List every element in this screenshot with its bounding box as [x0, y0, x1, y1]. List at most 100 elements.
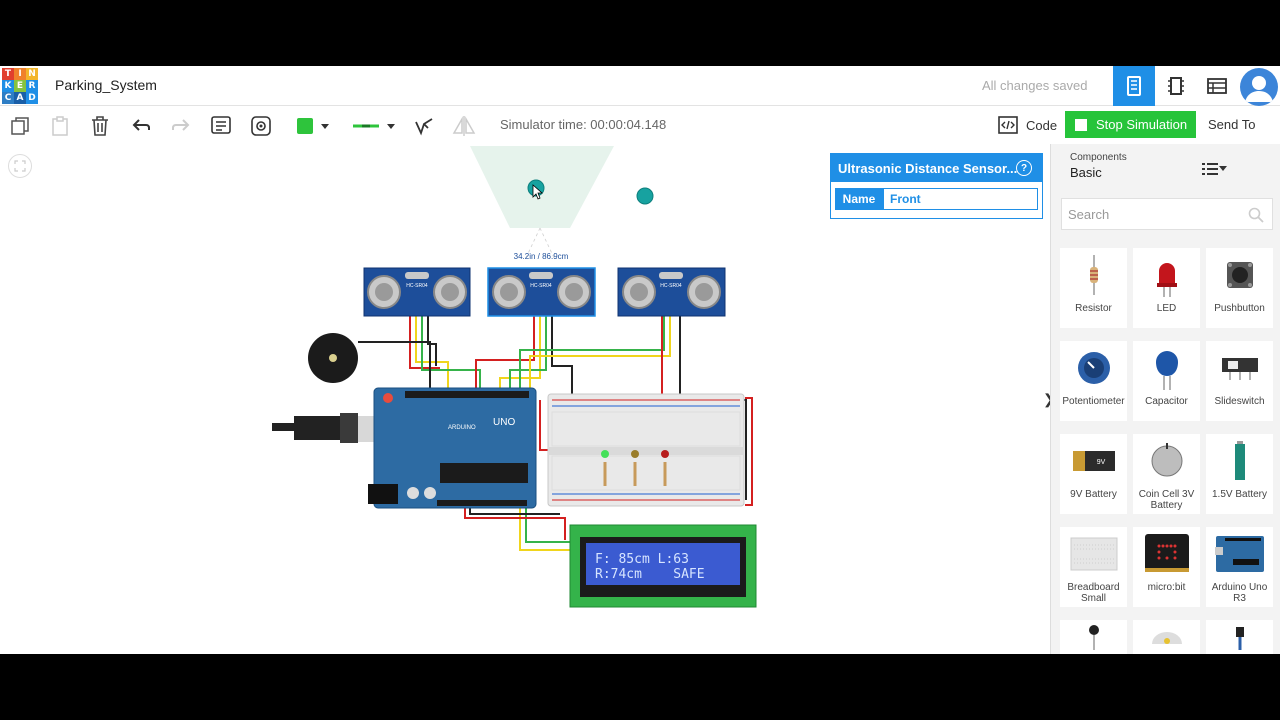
tinkercad-logo[interactable]: T I N K E R C A D — [2, 68, 38, 104]
copy-icon — [11, 117, 29, 135]
logo-letter: T — [2, 68, 14, 80]
component-label: LED — [1156, 303, 1177, 314]
delete-button[interactable] — [88, 114, 112, 138]
component-label: Arduino Uno R3 — [1211, 582, 1268, 604]
component-more-3[interactable] — [1206, 620, 1273, 654]
components-dropdown[interactable]: Components Basic — [1061, 152, 1231, 184]
search-icon — [1248, 207, 1264, 223]
visibility-button[interactable] — [249, 114, 273, 138]
lcd-line-2: R:74cm SAFE — [595, 567, 705, 582]
logo-letter: C — [2, 92, 14, 104]
stop-simulation-button[interactable]: Stop Simulation — [1065, 111, 1196, 138]
help-icon[interactable]: ? — [1016, 160, 1032, 176]
schematic-view-button[interactable] — [1155, 66, 1197, 106]
trash-icon — [92, 116, 108, 136]
microbit-icon — [1142, 529, 1192, 579]
svg-text:HC-SR04: HC-SR04 — [660, 283, 682, 289]
component-more-1[interactable] — [1060, 620, 1127, 654]
ultrasonic-sensor-right: HC-SR04 — [617, 267, 726, 317]
code-button[interactable]: Code — [992, 111, 1058, 139]
mouse-cursor-icon — [532, 184, 544, 200]
toolbar: Simulator time: 00:00:04.148 Code Stop S… — [0, 106, 1280, 144]
wire-color-picker[interactable] — [293, 114, 333, 138]
search-placeholder: Search — [1068, 206, 1110, 222]
component-pushbutton[interactable]: Pushbutton — [1206, 248, 1273, 328]
component-slideswitch[interactable]: Slideswitch — [1206, 341, 1273, 421]
coin-cell-icon — [1142, 436, 1192, 486]
component-1-5v-battery[interactable]: 1.5V Battery — [1206, 434, 1273, 514]
battery-9v-icon: 9V — [1069, 436, 1119, 486]
component-microbit[interactable]: micro:bit — [1133, 527, 1200, 607]
component-coin-cell-battery[interactable]: Coin Cell 3V Battery — [1133, 434, 1200, 514]
paste-icon — [52, 116, 68, 136]
component-list-button[interactable] — [1196, 66, 1238, 106]
battery-aa-icon — [1215, 436, 1265, 486]
table-icon — [1207, 78, 1227, 94]
component-arduino-uno[interactable]: Arduino Uno R3 — [1206, 527, 1273, 607]
svg-text:ARDUINO: ARDUINO — [448, 425, 476, 431]
components-label: Components — [1070, 152, 1127, 163]
inspector-title: Ultrasonic Distance Sensor... — [838, 160, 1018, 176]
paste-button[interactable] — [48, 114, 72, 138]
circuit-view-button[interactable] — [1113, 66, 1155, 106]
rotate-button[interactable] — [412, 114, 436, 138]
component-capacitor[interactable]: Capacitor — [1133, 341, 1200, 421]
circuit-canvas[interactable]: 34.2in / 86.9cm — [0, 144, 1050, 654]
arduino-uno-board: UNO ARDUINO — [368, 387, 537, 509]
chevron-down-icon — [321, 123, 329, 129]
name-label: Name — [835, 188, 883, 210]
note-icon — [211, 116, 231, 134]
flip-icon — [452, 116, 476, 136]
component-label: Slideswitch — [1214, 396, 1265, 407]
ultrasonic-sensor-front: HC-SR04 — [487, 267, 596, 317]
ultrasonic-sensor-left: HC-SR04 — [363, 267, 471, 317]
component-more-2[interactable] — [1133, 620, 1200, 654]
eye-icon — [251, 116, 271, 136]
logo-letter: D — [26, 92, 38, 104]
component-label: Capacitor — [1145, 396, 1188, 407]
component-resistor[interactable]: Resistor — [1060, 248, 1127, 328]
component-label: Coin Cell 3V Battery — [1138, 489, 1195, 511]
send-to-button[interactable]: Send To — [1208, 117, 1256, 132]
stop-label: Stop Simulation — [1096, 117, 1188, 132]
user-icon — [1245, 76, 1273, 102]
list-view-icon[interactable] — [1202, 162, 1218, 176]
project-name[interactable]: Parking_System — [55, 77, 157, 93]
component-9v-battery[interactable]: 9V 9V Battery — [1060, 434, 1127, 514]
search-input[interactable]: Search — [1061, 198, 1273, 230]
wire-type-picker[interactable] — [350, 114, 398, 138]
component-label: Breadboard Small — [1067, 582, 1120, 604]
component-icon — [1215, 622, 1265, 652]
arduino-board-icon — [1214, 529, 1265, 579]
copy-button[interactable] — [8, 114, 32, 138]
logo-letter: N — [26, 68, 38, 80]
user-avatar[interactable] — [1240, 68, 1278, 106]
logo-letter: K — [2, 80, 14, 92]
svg-text:HC-SR04: HC-SR04 — [406, 283, 428, 289]
name-field[interactable]: Front — [883, 188, 1038, 210]
piezo-buzzer — [308, 333, 358, 383]
chevron-down-icon — [1219, 166, 1227, 171]
flip-button[interactable] — [452, 114, 476, 138]
component-breadboard-small[interactable]: Breadboard Small — [1060, 527, 1127, 607]
simulator-time: Simulator time: 00:00:04.148 — [500, 117, 667, 132]
breadboard-icon — [1127, 76, 1141, 96]
chip-icon — [1168, 77, 1184, 95]
code-label: Code — [1026, 117, 1058, 133]
component-label: 1.5V Battery — [1211, 489, 1268, 500]
logo-letter: E — [14, 80, 26, 92]
undo-icon — [132, 119, 150, 131]
undo-button[interactable] — [130, 114, 154, 138]
components-panel: Components Basic Search Resistor LED Pus… — [1050, 144, 1280, 654]
component-label: Potentiometer — [1062, 396, 1125, 407]
zoom-fit-icon[interactable] — [8, 154, 32, 178]
redo-button[interactable] — [168, 114, 192, 138]
breadboard — [547, 393, 745, 507]
component-led[interactable]: LED — [1133, 248, 1200, 328]
notes-button[interactable] — [209, 114, 233, 138]
rotate-icon — [415, 118, 433, 136]
collapse-panel-chevron-icon[interactable]: ❯ — [1043, 391, 1055, 407]
resistor-icon — [1069, 250, 1119, 300]
component-potentiometer[interactable]: Potentiometer — [1060, 341, 1127, 421]
pushbutton-icon — [1215, 250, 1265, 300]
